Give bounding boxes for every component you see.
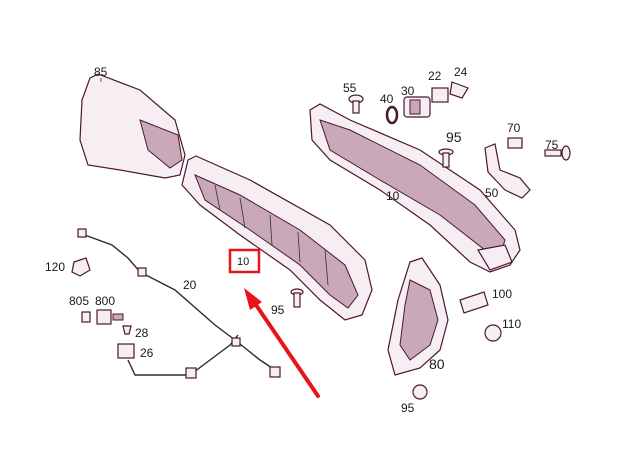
part-50-bracket[interactable]	[484, 143, 531, 199]
part-95-clip-mid[interactable]	[290, 288, 304, 308]
part-80-side-panel[interactable]	[387, 257, 449, 376]
callout-95-mid: 95	[271, 303, 285, 317]
part-10-bumper-carrier[interactable]	[181, 155, 373, 321]
callout-26: 26	[140, 346, 154, 360]
part-24-clip[interactable]	[449, 81, 469, 99]
part-28-plug[interactable]	[122, 325, 132, 335]
callout-95-bottom: 95	[401, 401, 415, 415]
part-110-grommet[interactable]	[484, 324, 502, 342]
callout-805: 805	[69, 294, 89, 308]
callout-22: 22	[428, 69, 442, 83]
callout-85: 85	[94, 65, 108, 79]
part-22-holder[interactable]	[431, 87, 449, 103]
part-55-screw[interactable]	[348, 94, 364, 114]
part-120-clip[interactable]	[71, 257, 91, 277]
part-10-bumper-cover[interactable]	[309, 103, 521, 273]
callout-24: 24	[454, 65, 468, 79]
callout-10-highlight: 10	[237, 256, 249, 268]
callout-110: 110	[502, 317, 521, 331]
callout-80: 80	[429, 356, 445, 372]
callout-120: 120	[45, 260, 65, 274]
callout-20: 20	[183, 278, 197, 292]
part-805-connector[interactable]	[81, 311, 91, 323]
callout-28: 28	[135, 326, 149, 340]
callout-70: 70	[507, 121, 521, 135]
part-95-clip-top[interactable]	[438, 148, 454, 168]
part-26-socket[interactable]	[117, 343, 135, 359]
callout-30: 30	[401, 84, 415, 98]
part-95-clip-bottom[interactable]	[412, 384, 428, 400]
part-100-reflector[interactable]	[459, 291, 489, 314]
part-20-wiring-harness[interactable]	[77, 228, 281, 379]
part-800-connector[interactable]	[96, 309, 124, 325]
callout-800: 800	[95, 294, 115, 308]
part-75-bolt[interactable]	[544, 145, 571, 161]
highlight-box	[228, 248, 261, 274]
part-85-corner-trim[interactable]	[79, 73, 186, 179]
callout-100: 100	[492, 287, 512, 301]
part-40-seal[interactable]	[385, 105, 399, 125]
callout-50: 50	[485, 186, 499, 200]
part-30-sensor[interactable]	[403, 96, 431, 118]
red-arrow-icon	[244, 288, 320, 398]
part-70-fastener[interactable]	[507, 137, 523, 149]
callout-40: 40	[380, 92, 394, 106]
callout-75: 75	[545, 138, 559, 152]
callout-55: 55	[343, 81, 357, 95]
callout-10-right: 10	[386, 189, 400, 203]
callout-95-top: 95	[446, 129, 462, 145]
